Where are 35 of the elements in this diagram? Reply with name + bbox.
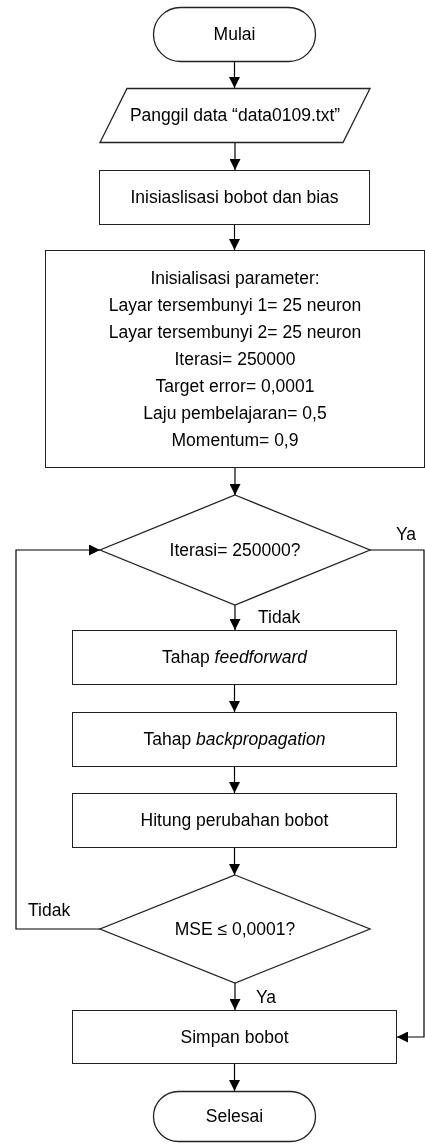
arrow: [15, 544, 101, 930]
arrow: [229, 1063, 240, 1092]
process-box: [72, 1010, 397, 1064]
arrow: [369, 549, 425, 1043]
step-text: Laju pembelajaran= 0,5: [143, 401, 327, 425]
step-text: Mulai: [213, 23, 256, 46]
arrow: [229, 684, 240, 713]
process-box: [45, 250, 425, 468]
step-text: Hitung perubahan bobot: [140, 809, 329, 832]
arrow: [229, 604, 241, 631]
arrow: [229, 766, 240, 794]
step-text: Iterasi= 250000: [174, 347, 296, 371]
step-text: Tahap feedforward: [162, 646, 307, 669]
arrow: [229, 61, 240, 89]
step-text: Tahap backpropagation: [143, 728, 326, 751]
step-text: Momentum= 0,9: [171, 428, 299, 452]
step-text: Layar tersembunyi 1= 25 neuron: [108, 293, 362, 317]
arrow: [229, 982, 241, 1011]
process-box: [72, 793, 397, 848]
process-box: [72, 712, 397, 767]
decision-text: MSE ≤ 0,0001?: [174, 917, 296, 941]
arrow: [229, 847, 240, 876]
process-box: [72, 630, 397, 685]
arrow: [229, 467, 241, 496]
step-text: Layar tersembunyi 2= 25 neuron: [108, 320, 362, 344]
arrow: [229, 224, 240, 251]
step-text: Inisiaslisasi bobot dan bias: [130, 186, 339, 209]
decision-text: Iterasi= 250000?: [169, 538, 301, 562]
arrow: [229, 142, 241, 171]
process-box: [99, 170, 370, 225]
step-text: Simpan bobot: [180, 1025, 289, 1049]
heading-text: Inisialisasi parameter:: [150, 266, 320, 290]
step-text: Panggil data “data0109.txt”: [129, 104, 341, 127]
step-text: Selesai: [205, 1105, 264, 1128]
step-text: Target error= 0,0001: [155, 374, 315, 398]
